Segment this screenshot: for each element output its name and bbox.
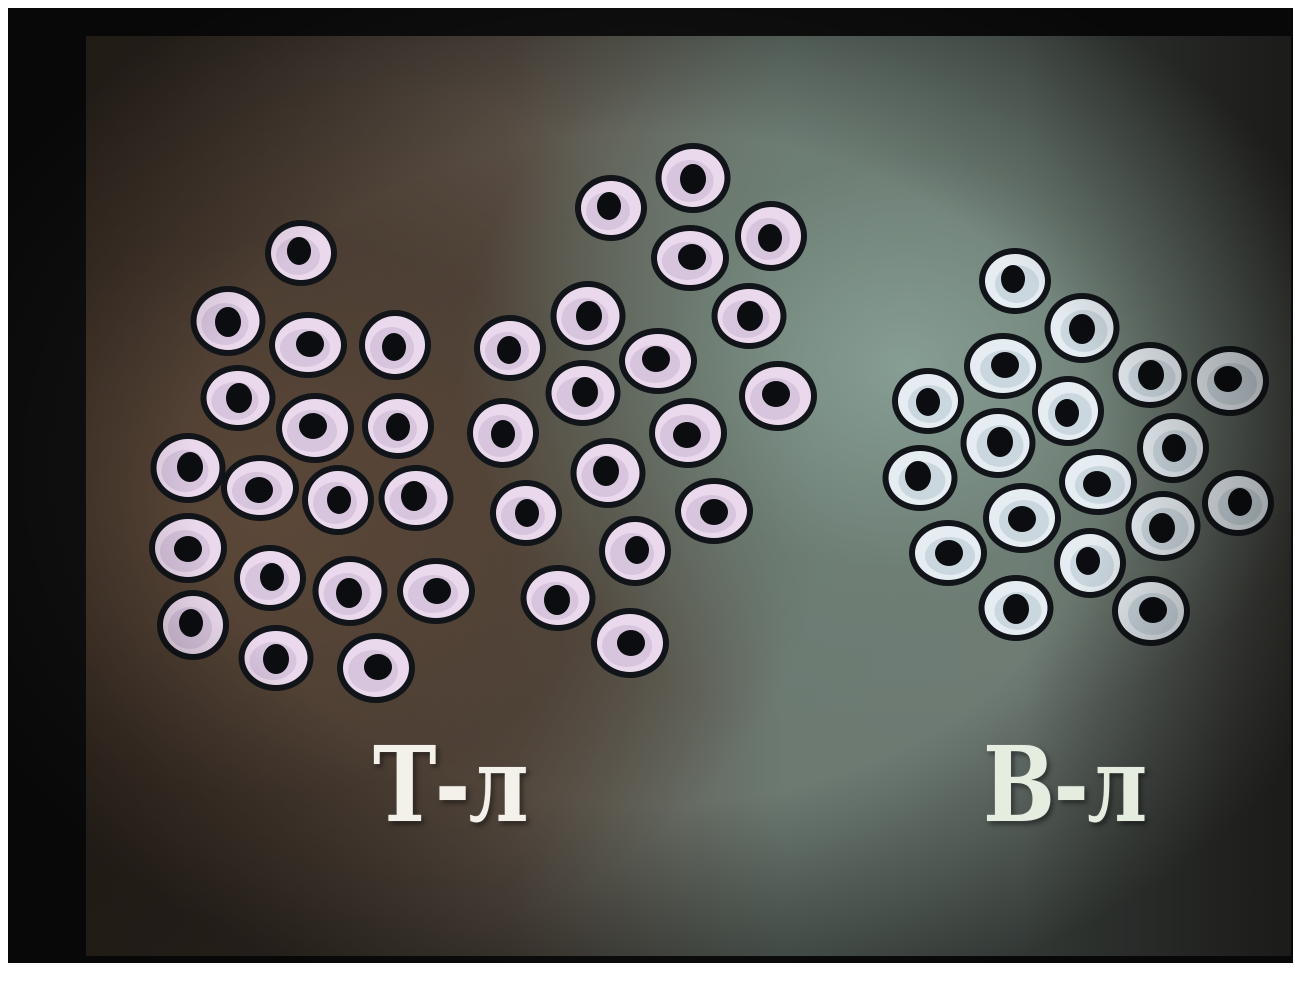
t-lymphocyte-cell: [269, 312, 347, 378]
b-lymphocyte-cell: [883, 445, 958, 511]
b-lymphocyte-group: [883, 248, 1275, 646]
t-lymphocyte-cell: [221, 455, 299, 521]
t-lymphocyte-cell: [467, 398, 539, 468]
t-lymphocyte-cell: [474, 315, 546, 381]
t-lymphocyte-cell: [619, 328, 697, 394]
t-lymphocyte-cell: [735, 201, 807, 271]
t-lymphocyte-cell: [649, 398, 727, 468]
t-lymphocyte-cell: [521, 565, 596, 631]
t-lymphocyte-cell: [575, 175, 647, 241]
b-lymphocyte-cell: [964, 333, 1042, 399]
t-lymphocyte-cell: [201, 365, 276, 431]
b-lymphocyte-cell: [1045, 293, 1120, 363]
t-lymphocyte-cell: [591, 608, 669, 678]
t-lymphocyte-cell: [234, 545, 306, 611]
t-lymphocyte-group: [149, 143, 817, 703]
b-lymphocyte-cell: [979, 575, 1054, 641]
b-lymphocyte-cell: [1126, 491, 1201, 561]
b-lymphocyte-cell: [1032, 376, 1104, 446]
b-lymphocyte-cell: [1113, 342, 1188, 408]
b-lymphocyte-cell: [909, 520, 987, 586]
t-lymphocyte-cell: [359, 310, 431, 380]
t-lymphocyte-cell: [337, 633, 415, 703]
t-lymphocyte-cell: [397, 558, 475, 624]
b-lymphocyte-cell: [892, 368, 964, 434]
t-lymphocyte-cell: [149, 513, 227, 583]
b-lymphocyte-cell: [1054, 528, 1126, 598]
t-lymphocyte-cell: [546, 360, 621, 426]
b-lymphocyte-cell: [1059, 449, 1137, 515]
t-lymphocyte-cell: [157, 590, 229, 660]
b-lymphocyte-cell: [1137, 413, 1209, 483]
t-lymphocyte-cell: [490, 480, 562, 546]
t-lymphocyte-cell: [151, 433, 226, 503]
b-lymphocyte-cell: [1191, 346, 1269, 416]
b-lymphocyte-cell: [1202, 470, 1274, 536]
b-lymphocyte-cell: [1112, 576, 1190, 646]
t-lymphocyte-cell: [265, 220, 337, 286]
t-lymphocyte-cell: [302, 465, 374, 535]
t-lymphocyte-cell: [276, 393, 354, 463]
t-lymphocyte-cell: [712, 283, 787, 349]
b-lymphocyte-cell: [983, 483, 1061, 553]
b-lymphocyte-label: В-л: [983, 733, 1146, 837]
t-lymphocyte-cell: [551, 281, 626, 351]
b-lymphocyte-cell: [979, 248, 1051, 314]
t-lymphocyte-cell: [656, 143, 731, 213]
t-lymphocyte-cell: [191, 286, 266, 356]
t-lymphocyte-cell: [651, 225, 729, 291]
t-lymphocyte-cell: [379, 465, 454, 531]
t-lymphocyte-label: Т-л: [373, 733, 527, 837]
t-lymphocyte-cell: [739, 361, 817, 431]
b-lymphocyte-cell: [961, 408, 1036, 478]
video-frame: Т-л В-л: [8, 8, 1293, 963]
t-lymphocyte-cell: [571, 438, 646, 508]
t-lymphocyte-cell: [239, 625, 314, 691]
t-lymphocyte-cell: [599, 516, 671, 586]
t-lymphocyte-cell: [313, 556, 388, 626]
t-lymphocyte-cell: [362, 393, 434, 459]
t-lymphocyte-cell: [675, 478, 753, 544]
